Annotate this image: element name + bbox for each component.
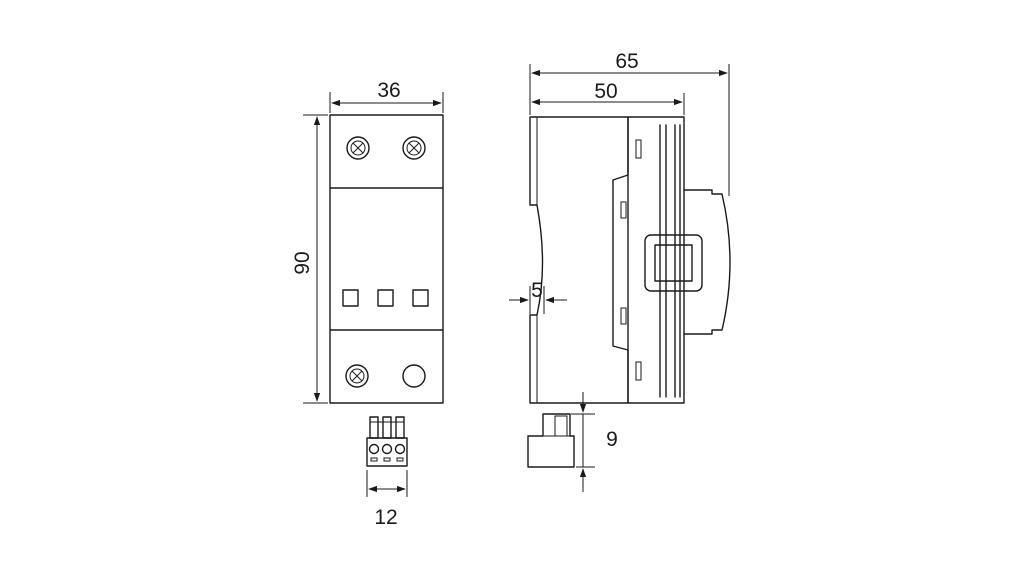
terminal-screw-icon xyxy=(346,136,370,160)
toggle-housing xyxy=(683,189,731,335)
dimension-connector-width: 12 xyxy=(366,470,408,529)
toggle-handle xyxy=(644,234,703,292)
dimension-label-65: 65 xyxy=(615,50,638,73)
connector-front-view xyxy=(366,416,408,467)
dimension-label-12: 12 xyxy=(374,506,397,529)
terminal-screw-icon xyxy=(402,136,426,160)
indicator-window xyxy=(377,289,394,307)
connector-screw-icon xyxy=(381,443,393,455)
indicator-window xyxy=(412,289,429,307)
dimension-front-height: 90 xyxy=(291,114,328,404)
connector-screw-icon xyxy=(368,443,380,455)
slot xyxy=(635,361,642,381)
dimension-label-36: 36 xyxy=(377,79,400,102)
slot xyxy=(635,139,642,159)
connector-side-view xyxy=(527,413,575,468)
dimension-front-width: 36 xyxy=(329,79,444,113)
connector-body xyxy=(366,437,408,467)
front-cover-plate xyxy=(627,116,685,404)
dimension-connector-height: 9 xyxy=(571,392,618,492)
front-housing-outline xyxy=(329,114,444,404)
dimension-label-50: 50 xyxy=(594,80,617,103)
side-view xyxy=(529,116,731,404)
dimension-side-depth: 50 xyxy=(531,80,685,115)
side-housing-outline xyxy=(529,116,629,404)
toggle-window xyxy=(654,244,693,282)
empty-terminal-icon xyxy=(402,364,426,388)
dimension-label-9: 9 xyxy=(606,428,618,451)
indicator-window xyxy=(342,289,359,307)
terminal-screw-icon xyxy=(345,364,369,388)
connector-screw-icon xyxy=(394,443,406,455)
dimension-label-90: 90 xyxy=(291,251,314,274)
front-view xyxy=(329,114,444,404)
dimension-side-total: 65 xyxy=(529,50,730,196)
dimension-label-5: 5 xyxy=(531,279,543,302)
dimension-rail-offset: 5 xyxy=(509,279,567,314)
slot xyxy=(620,307,627,325)
slot xyxy=(620,201,627,219)
